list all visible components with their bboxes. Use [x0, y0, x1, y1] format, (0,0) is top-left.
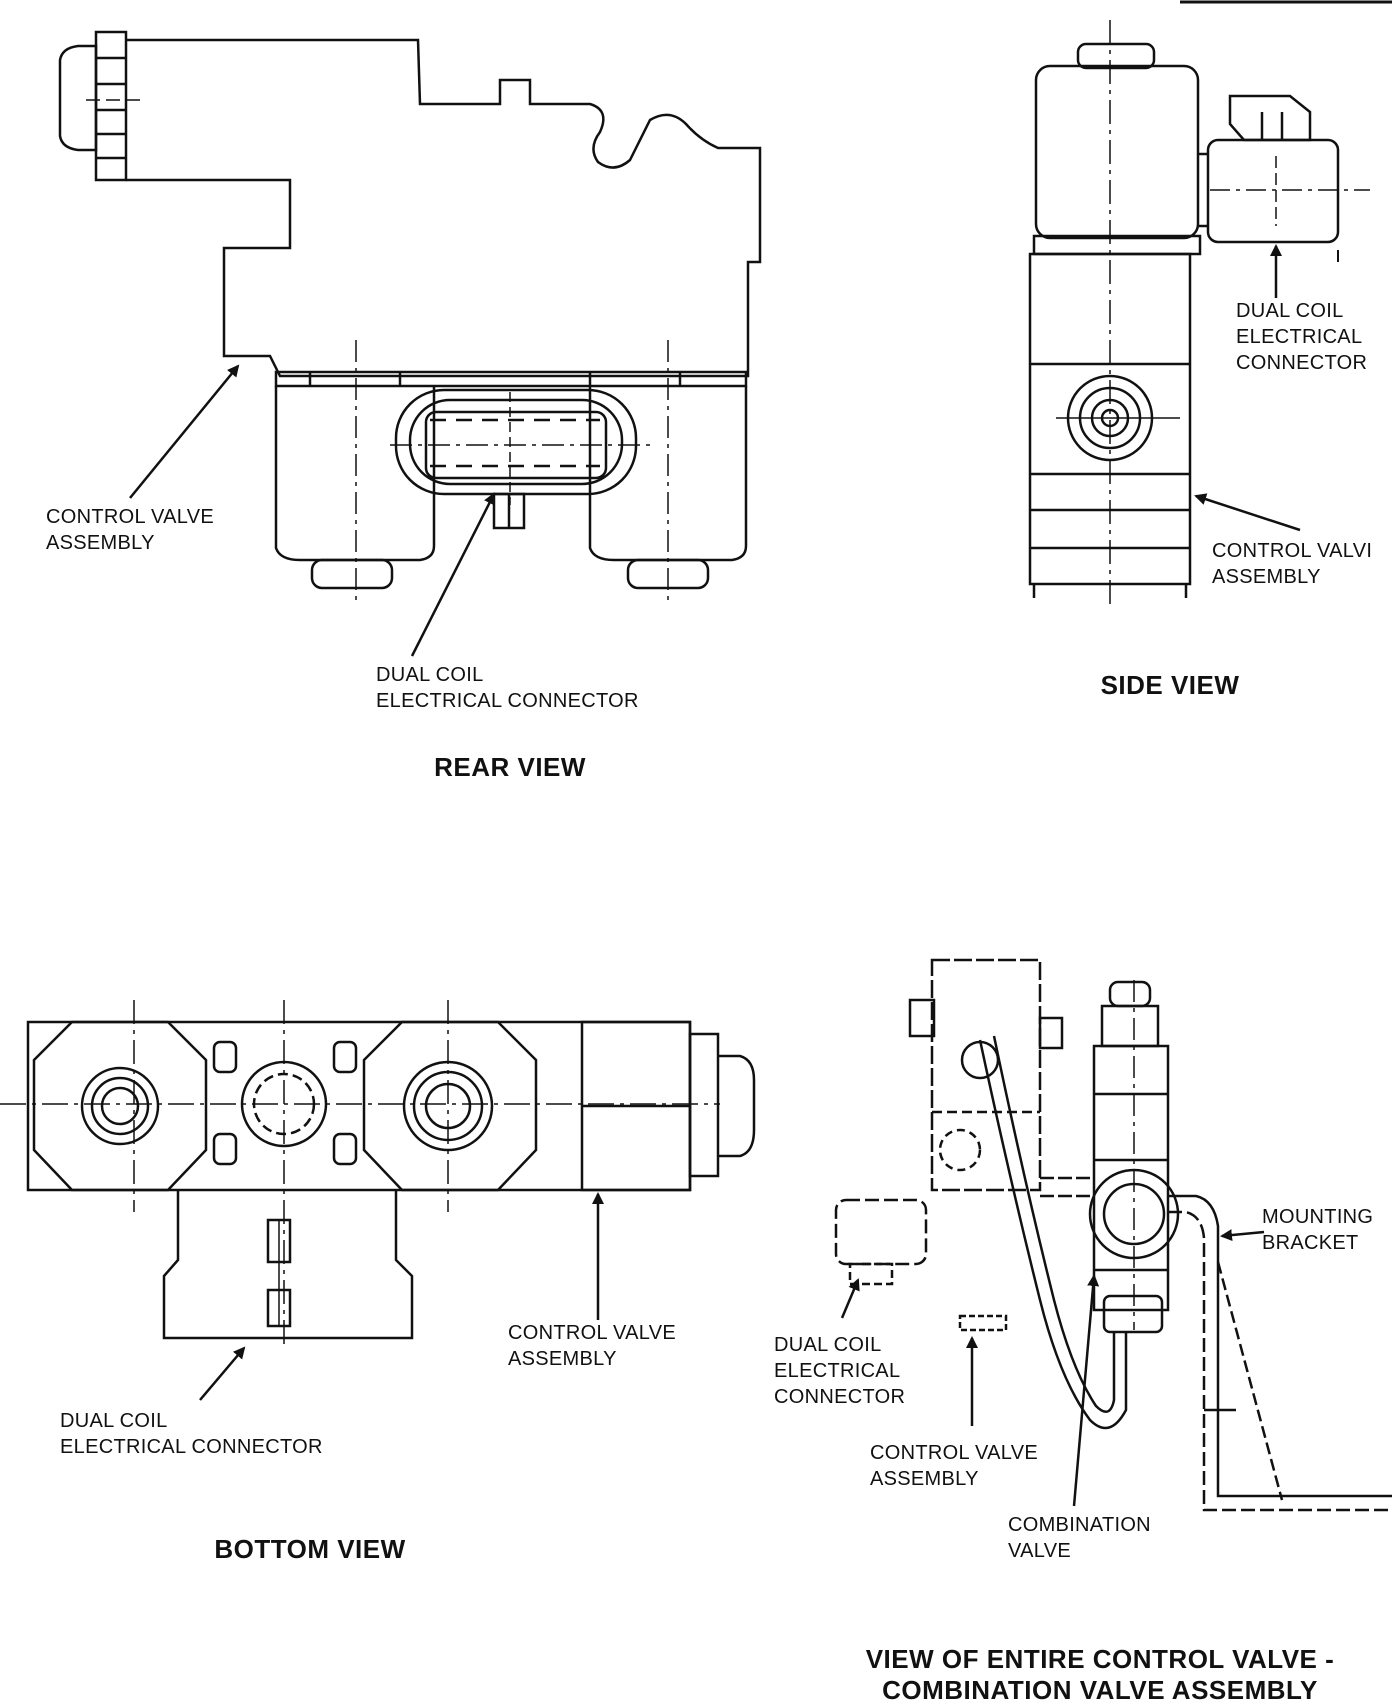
entire-connector: [834, 1198, 928, 1266]
rear-view-title: REAR VIEW: [434, 752, 586, 782]
side-connector-label: DUAL COIL ELECTRICAL CONNECTOR: [1236, 300, 1368, 374]
rear-view-drawing: [58, 30, 762, 600]
side-view-title: SIDE VIEW: [1100, 670, 1240, 700]
entire-mounting-bracket: [1168, 1194, 1392, 1498]
rear-control-valve-leader: [129, 364, 240, 499]
entire-mounting-bracket-leader: [1220, 1229, 1265, 1242]
entire-connector-label: DUAL COIL ELECTRICAL CONNECTOR: [774, 1334, 906, 1408]
entire-combination-cap: [1108, 980, 1152, 1008]
entire-view-drawing: [834, 958, 1392, 1512]
side-view-drawing: [1028, 20, 1370, 606]
side-control-valve-leader: [1194, 493, 1301, 532]
bottom-connector-label: DUAL COIL ELECTRICAL CONNECTOR: [60, 1410, 323, 1458]
bottom-coil-left: [32, 1020, 208, 1192]
entire-combination-valve: [1092, 1044, 1170, 1312]
rear-connector-label: DUAL COIL ELECTRICAL CONNECTOR: [376, 664, 639, 712]
bottom-view-drawing: [0, 1000, 756, 1346]
bottom-end-cap: [718, 1054, 756, 1158]
entire-control-valve-label: CONTROL VALVE ASSEMBLY: [870, 1442, 1039, 1490]
rear-end-cap: [58, 44, 98, 152]
entire-brake-pipe: [978, 1039, 1128, 1430]
rear-coil-left: [274, 386, 436, 562]
entire-combination-valve-leader: [1072, 1274, 1100, 1507]
entire-view-title-line2: COMBINATION VALVE ASSEMBLY: [882, 1675, 1318, 1705]
rear-collar: [274, 370, 748, 388]
rear-valve-body: [126, 38, 762, 378]
bottom-coil-right: [362, 1020, 538, 1192]
entire-combination-valve-label: COMBINATION VALVE: [1008, 1514, 1151, 1562]
entire-view-title: VIEW OF ENTIRE CONTROL VALVE - COMBINATI…: [820, 1644, 1380, 1706]
entire-port: [960, 1040, 1000, 1080]
entire-view-title-line1: VIEW OF ENTIRE CONTROL VALVE -: [865, 1644, 1335, 1674]
bottom-connector-leader: [199, 1346, 246, 1401]
entire-mounting-bracket-label: MOUNTING BRACKET: [1262, 1206, 1374, 1254]
bottom-connector-housing: [162, 1190, 414, 1340]
side-top-cap: [1076, 42, 1156, 70]
bottom-control-valve-label: CONTROL VALVE ASSEMBLY: [508, 1322, 677, 1370]
rear-connector-leader: [410, 492, 496, 657]
bottom-view-title: BOTTOM VIEW: [214, 1534, 406, 1564]
side-connector-body: [1206, 138, 1340, 244]
entire-connector-leader: [840, 1278, 860, 1319]
rear-control-valve-label: CONTROL VALVE ASSEMBLY: [46, 506, 215, 554]
entire-control-valve-block: [930, 958, 1042, 1192]
side-coil: [1034, 64, 1200, 240]
side-control-valve-label: CONTROL VALVI ASSEMBLY: [1212, 540, 1373, 588]
side-connector-plug: [1228, 94, 1312, 142]
